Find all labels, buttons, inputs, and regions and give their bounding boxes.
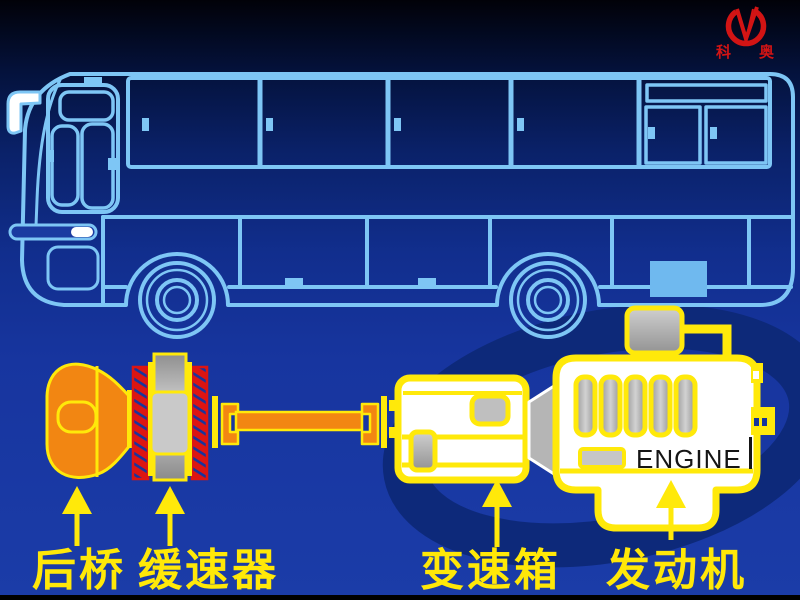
gearbox-assembly [394,374,530,484]
keao-emblem-icon [725,6,767,47]
label-retarder: 缓速器 [138,546,279,595]
u-joint-yoke-left [220,402,240,446]
label-engine: 发动机 [606,546,747,595]
axle-inspection-port [56,400,98,434]
drive-shaft [234,410,364,432]
callout-arrows [62,479,686,547]
door-hinge [108,158,116,170]
windshield-edge [34,78,62,228]
engine-dipstick [749,437,752,469]
gearbox-cover-plate [469,393,511,427]
label-rear-axle: 后桥 [32,546,126,595]
drive-shaft-assembly [212,396,398,448]
shaft-flange-right [381,396,387,448]
shaft-flange-left [212,396,218,448]
axle-input-flange [127,390,134,448]
rear-axle-assembly [45,362,134,479]
gearbox-side-plate [408,429,438,473]
rear-window-left [644,105,702,165]
bus-body-outline [20,72,795,307]
bus-outline-drawing [6,72,795,339]
rear-top-strip-window [645,83,768,103]
roof-marker [84,77,102,83]
door-pane-left [50,124,80,207]
window-vent-tabs [142,118,717,139]
luggage-door-handle [285,278,303,287]
arrow-rear-axle [62,486,92,546]
engine-mount-top-notch [753,371,759,379]
engine-badge-plate [578,447,626,469]
door-top-window [58,90,115,122]
slide-bottom-border [0,595,800,600]
front-door [46,83,120,214]
intake-pipe [682,324,732,358]
air-cleaner [624,305,685,356]
retarder-fin-stack-left [131,365,150,481]
gearbox-output-tab [389,400,398,411]
engine-cylinders [573,374,698,438]
gearbox-output-tab [389,427,398,438]
front-bumper-highlight [71,227,93,237]
front-wheel [138,261,216,339]
label-gearbox: 变速箱 [420,546,561,595]
retarder-assembly [131,352,209,482]
rear-wheel [509,261,587,339]
arrow-gearbox [482,479,512,547]
arrow-engine [656,480,686,540]
clutch-bell-housing [527,384,556,476]
u-joint-yoke-right [360,402,380,446]
logo-text-right: 奥 [759,44,775,61]
retarder-fin-stack-right [190,365,209,481]
rear-window-right [704,105,768,165]
door-hinge [46,150,54,162]
engine-badge-text: ENGINE [636,444,742,474]
engine-mount-notch [754,418,759,426]
luggage-door-handle [418,278,436,287]
engine-mount-notch [762,418,767,426]
window-band [126,76,772,169]
logo-text-left: 科 [716,44,732,61]
engine-assembly: ENGINE [552,305,775,532]
arrow-retarder [155,486,185,546]
side-mirror [6,90,42,135]
retarder-stator [149,390,191,456]
rear-vent-panel [650,261,707,297]
front-panel [46,245,100,291]
emblem-arrow-inner [745,8,754,40]
